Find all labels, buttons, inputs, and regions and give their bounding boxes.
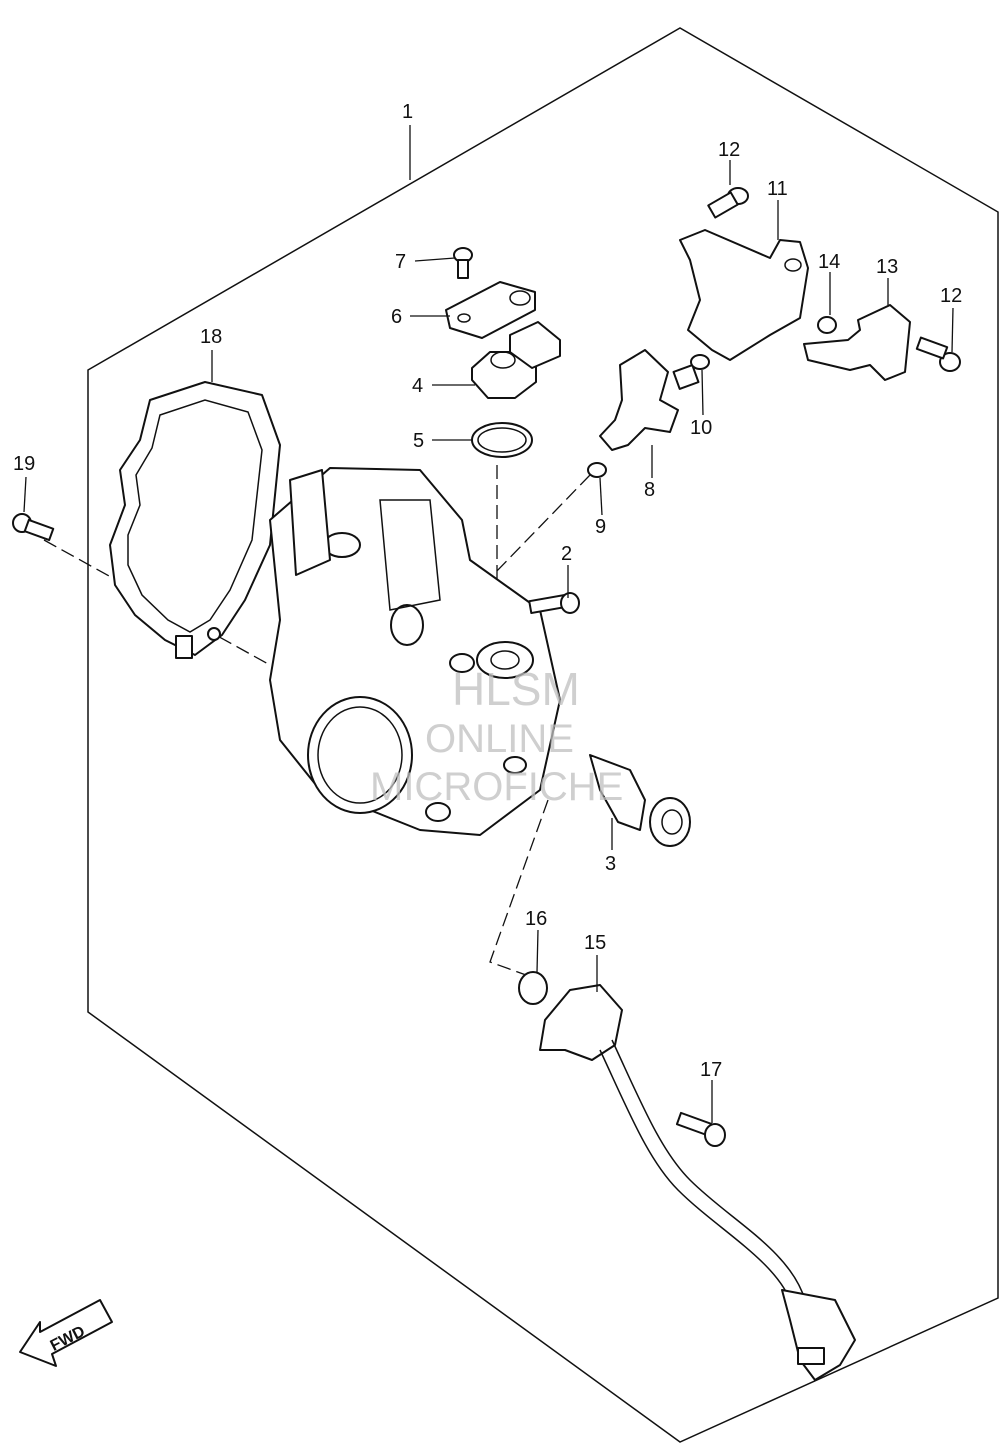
- callout-16: 16: [525, 908, 547, 930]
- callout-11: 11: [767, 178, 788, 200]
- sensor-plate-part: [445, 281, 536, 339]
- callout-18: 18: [200, 326, 222, 348]
- watermark-line-2: ONLINE: [425, 717, 574, 761]
- watermark-line-3: MICROFICHE: [370, 765, 623, 809]
- callouts: 1 2 3 4 5 6 7 8 9 10 11 12 12 13 14 15 1…: [13, 101, 962, 1081]
- callout-3: 3: [605, 853, 616, 875]
- callout-13: 13: [876, 256, 898, 278]
- o-ring-part-9: [587, 462, 607, 478]
- callout-2: 2: [561, 543, 572, 565]
- harness-sensor-part: [539, 984, 856, 1381]
- assembly-boundary: [87, 27, 999, 1443]
- screw-part-2: [528, 592, 580, 615]
- screw-part-17: [675, 1111, 726, 1147]
- o-ring-part-16: [518, 971, 548, 1005]
- cover-gasket-part: [109, 381, 281, 659]
- watermark-line-1: HLSM: [452, 663, 580, 715]
- callout-9: 9: [595, 516, 606, 538]
- screw-part-12-top: [707, 187, 749, 219]
- callout-7: 7: [395, 251, 406, 273]
- sensor-housing-part: [471, 321, 561, 399]
- callout-8: 8: [644, 479, 655, 501]
- callout-4: 4: [412, 375, 423, 397]
- idle-screw-part: [589, 754, 691, 847]
- injector-part: [599, 349, 700, 451]
- callout-17: 17: [700, 1059, 722, 1081]
- callout-1: 1: [402, 101, 413, 123]
- screw-part-19: [12, 513, 55, 542]
- callout-12-right: 12: [940, 285, 962, 307]
- sensor-part-13: [803, 304, 911, 381]
- screw-part-12-right: [915, 336, 961, 372]
- callout-15: 15: [584, 932, 606, 954]
- callout-5: 5: [413, 430, 424, 452]
- callout-14: 14: [818, 251, 840, 273]
- o-ring-part-5-inner: [477, 427, 527, 453]
- fwd-direction-badge: FWD: [19, 1299, 113, 1367]
- callout-10: 10: [690, 417, 712, 439]
- callout-12-top: 12: [718, 139, 740, 161]
- o-ring-part-10: [690, 354, 710, 370]
- callout-19: 19: [13, 453, 35, 475]
- screw-part-7: [453, 247, 473, 279]
- injector-bracket-part: [679, 229, 809, 361]
- callout-6: 6: [391, 306, 402, 328]
- throttle-body-part: [269, 467, 561, 836]
- watermark: HLSM ONLINE MICROFICHE: [370, 663, 623, 809]
- leader-lines: [23, 125, 954, 1123]
- o-ring-part-14: [817, 316, 837, 334]
